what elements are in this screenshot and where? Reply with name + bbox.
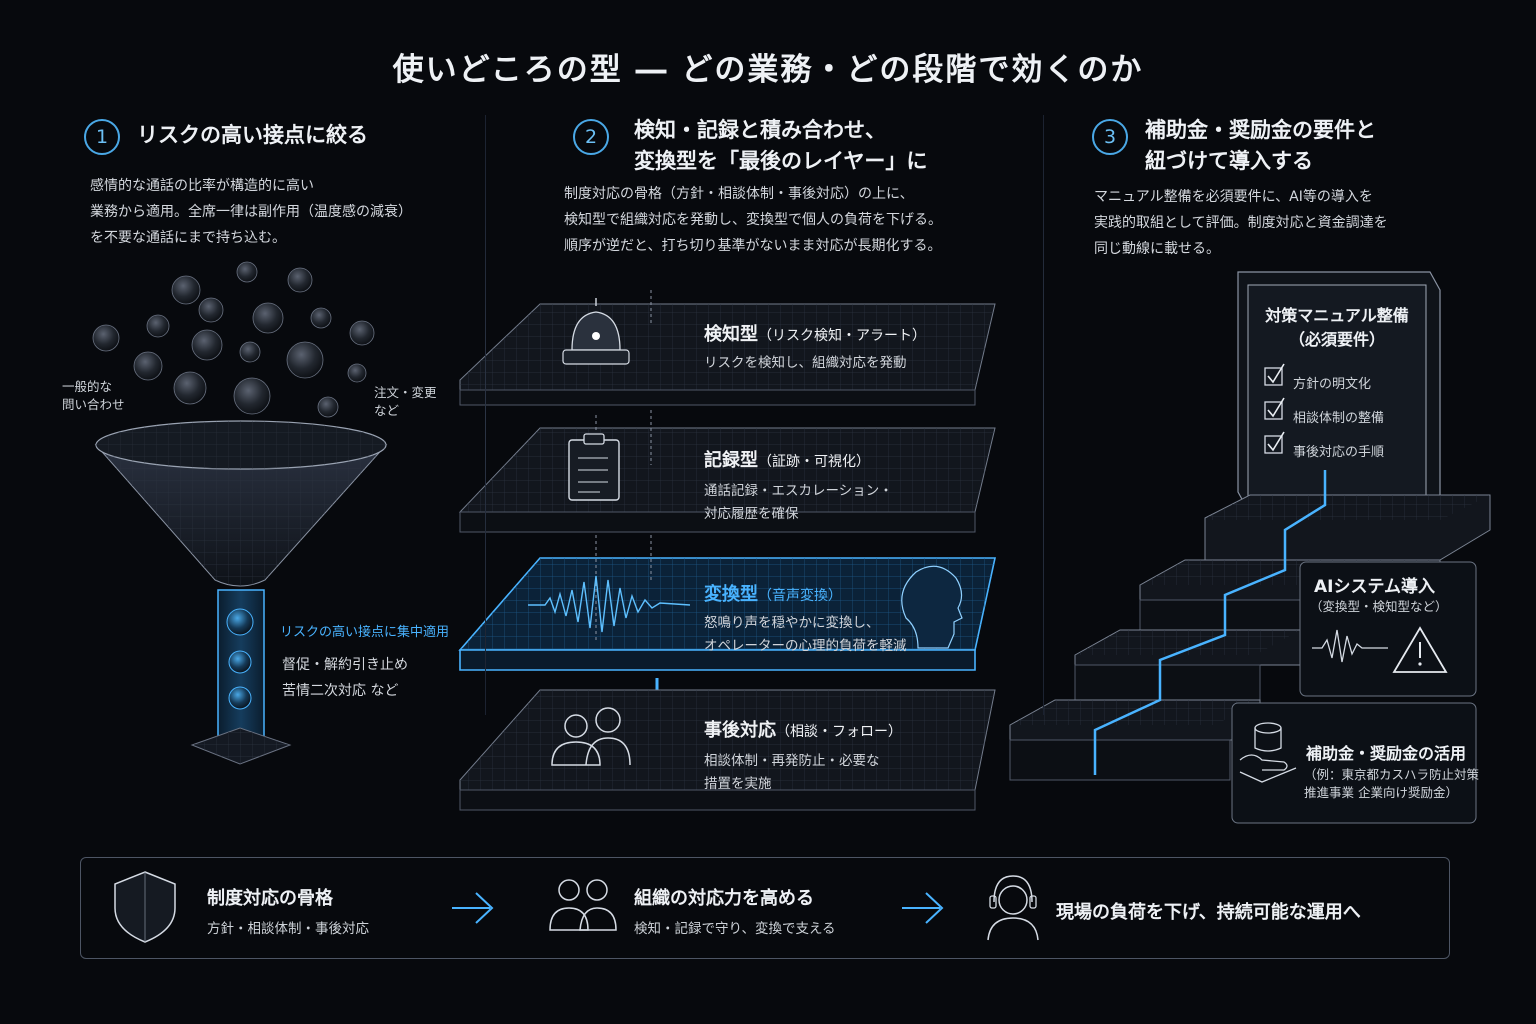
section2-number: 2 — [573, 119, 609, 155]
clipboard-icon — [568, 433, 620, 501]
section3-number: 3 — [1092, 119, 1128, 155]
funnel-illustration — [92, 261, 388, 765]
summary-3-title: 現場の負荷を下げ、持続可能な運用へ — [1056, 902, 1361, 923]
waveform-head-icon — [528, 565, 963, 649]
layer-followup: 事後対応（相談・フォロー） 相談体制・再発防止・必要な 措置を実施 — [704, 720, 902, 792]
summary-2-sub: 検知・記録で守り、変換で支える — [634, 921, 836, 937]
subsidy-card-sub: （例：東京都カスハラ防止対策 推進事業 企業向け奨励金） — [1304, 767, 1480, 800]
section2-body: 制度対応の骨格（方針・相談体制・事後対応）の上に、 検知型で組織対応を発動し、変… — [564, 186, 942, 254]
focus-label: リスクの高い接点に集中適用 — [280, 625, 450, 640]
manual-item-3: 事後対応の手順 — [1293, 445, 1385, 460]
layer-detection: 検知型（リスク検知・アラート） リスクを検知し、組織対応を発動 — [704, 324, 926, 371]
layer-conversion: 変換型（音声変換） 怒鳴り声を穏やかに変換し、 オペレーターの心理的負荷を軽減 — [704, 584, 907, 654]
column-divider-1 — [485, 115, 486, 715]
section1-title: リスクの高い接点に絞る — [137, 123, 368, 147]
shield-icon — [114, 871, 176, 943]
call-spheres — [92, 261, 375, 456]
focus-items: 督促・解約引き止め 苦情二次対応 など — [282, 657, 408, 699]
page-title: 使いどころの型 ― どの業務・どの段階で効くのか — [392, 52, 1144, 88]
manual-item-2: 相談体制の整備 — [1293, 411, 1385, 426]
manual-checkboxes — [1264, 363, 1285, 454]
summary-2-title: 組織の対応力を高める — [634, 888, 814, 909]
people-icon-layer — [551, 707, 631, 766]
layer-recording: 記録型（証跡・可視化） 通話記録・エスカレーション・ 対応履歴を確保 — [704, 450, 893, 522]
summary-1-title: 制度対応の骨格 — [207, 888, 333, 909]
summary-bar — [80, 857, 1450, 959]
section3-title: 補助金・奨励金の要件と 紐づけて導入する — [1145, 118, 1376, 173]
ai-card-title: AIシステム導入 — [1314, 577, 1435, 597]
summary-1-sub: 方針・相談体制・事後対応 — [207, 921, 369, 937]
section2-title: 検知・記録と積み合わせ、 変換型を「最後のレイヤー」に — [634, 118, 928, 173]
people-icon — [549, 879, 617, 931]
headset-operator-icon — [987, 875, 1039, 941]
section1-body: 感情的な通話の比率が構造的に高い 業務から適用。全席一律は副作用（温度感の減衰）… — [90, 178, 412, 246]
ai-card-frame — [1299, 561, 1477, 697]
section3-body: マニュアル整備を必須要件に、AI等の導入を 実践的取組として評価。制度対応と資金… — [1094, 189, 1388, 257]
section1-number: 1 — [84, 119, 120, 155]
subsidy-card-frame — [1231, 702, 1477, 824]
label-general-inquiry: 一般的な 問い合わせ — [62, 379, 125, 412]
label-orders: 注文・変更 など — [374, 385, 437, 418]
subsidy-card-title: 補助金・奨励金の活用 — [1306, 744, 1467, 763]
arrow-right-icon-2 — [902, 892, 944, 924]
manual-item-1: 方針の明文化 — [1293, 377, 1372, 392]
stairs-illustration — [1009, 271, 1491, 781]
ai-card-sub: （変換型・検知型など） — [1310, 599, 1448, 614]
arrow-right-icon — [452, 892, 494, 924]
column-divider-2 — [1043, 115, 1044, 715]
manual-title: 対策マニュアル整備 （必須要件） — [1265, 306, 1409, 349]
alarm-light-icon — [562, 298, 630, 365]
